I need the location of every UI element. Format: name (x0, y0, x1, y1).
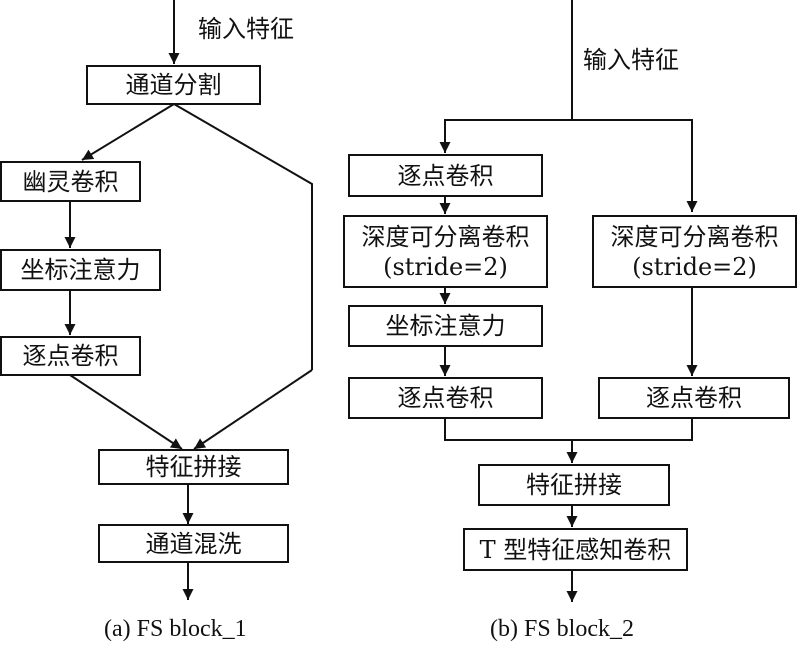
a-channel-split-box: 通道分割 (86, 65, 261, 105)
a-caption: (a) FS block_1 (104, 616, 247, 642)
a-coord-attention-box: 坐标注意力 (0, 249, 161, 291)
b-left-dw-line1: 深度可分离卷积 (361, 222, 530, 251)
b-caption: (b) FS block_2 (490, 616, 634, 642)
b-left-depthwise-conv-box: 深度可分离卷积 (stride=2) (343, 215, 548, 288)
a-concat-box: 特征拼接 (98, 449, 289, 485)
arrow-bypass-to-concat (193, 369, 313, 450)
a-pointwise-conv-box: 逐点卷积 (0, 336, 141, 376)
line-split-bypass (173, 103, 313, 370)
arrow-pointwise-to-concat (69, 374, 183, 450)
b-right-depthwise-conv-box: 深度可分离卷积 (stride=2) (592, 215, 797, 288)
b-right-pointwise-conv-box: 逐点卷积 (598, 377, 790, 419)
arrow-b-branch-left (439, 119, 572, 153)
b-concat-box: 特征拼接 (478, 464, 670, 506)
b-right-dw-line2: (stride=2) (632, 252, 757, 281)
b-t-conv-box: T 型特征感知卷积 (463, 528, 688, 571)
a-ghost-conv-box: 幽灵卷积 (0, 161, 141, 202)
b-right-dw-line1: 深度可分离卷积 (610, 222, 779, 251)
a-input-label: 输入特征 (198, 15, 294, 43)
line-b-merge (444, 418, 693, 441)
b-left-coord-attention-box: 坐标注意力 (348, 305, 543, 347)
a-channel-shuffle-box: 通道混洗 (98, 524, 289, 563)
b-left-pointwise-conv-bottom-box: 逐点卷积 (348, 377, 543, 419)
arrow-b-branch-right (572, 119, 698, 212)
b-left-dw-line2: (stride=2) (383, 252, 508, 281)
b-left-pointwise-conv-box: 逐点卷积 (348, 154, 543, 197)
arrow-split-to-ghost (81, 103, 175, 161)
b-input-label: 输入特征 (583, 46, 679, 74)
